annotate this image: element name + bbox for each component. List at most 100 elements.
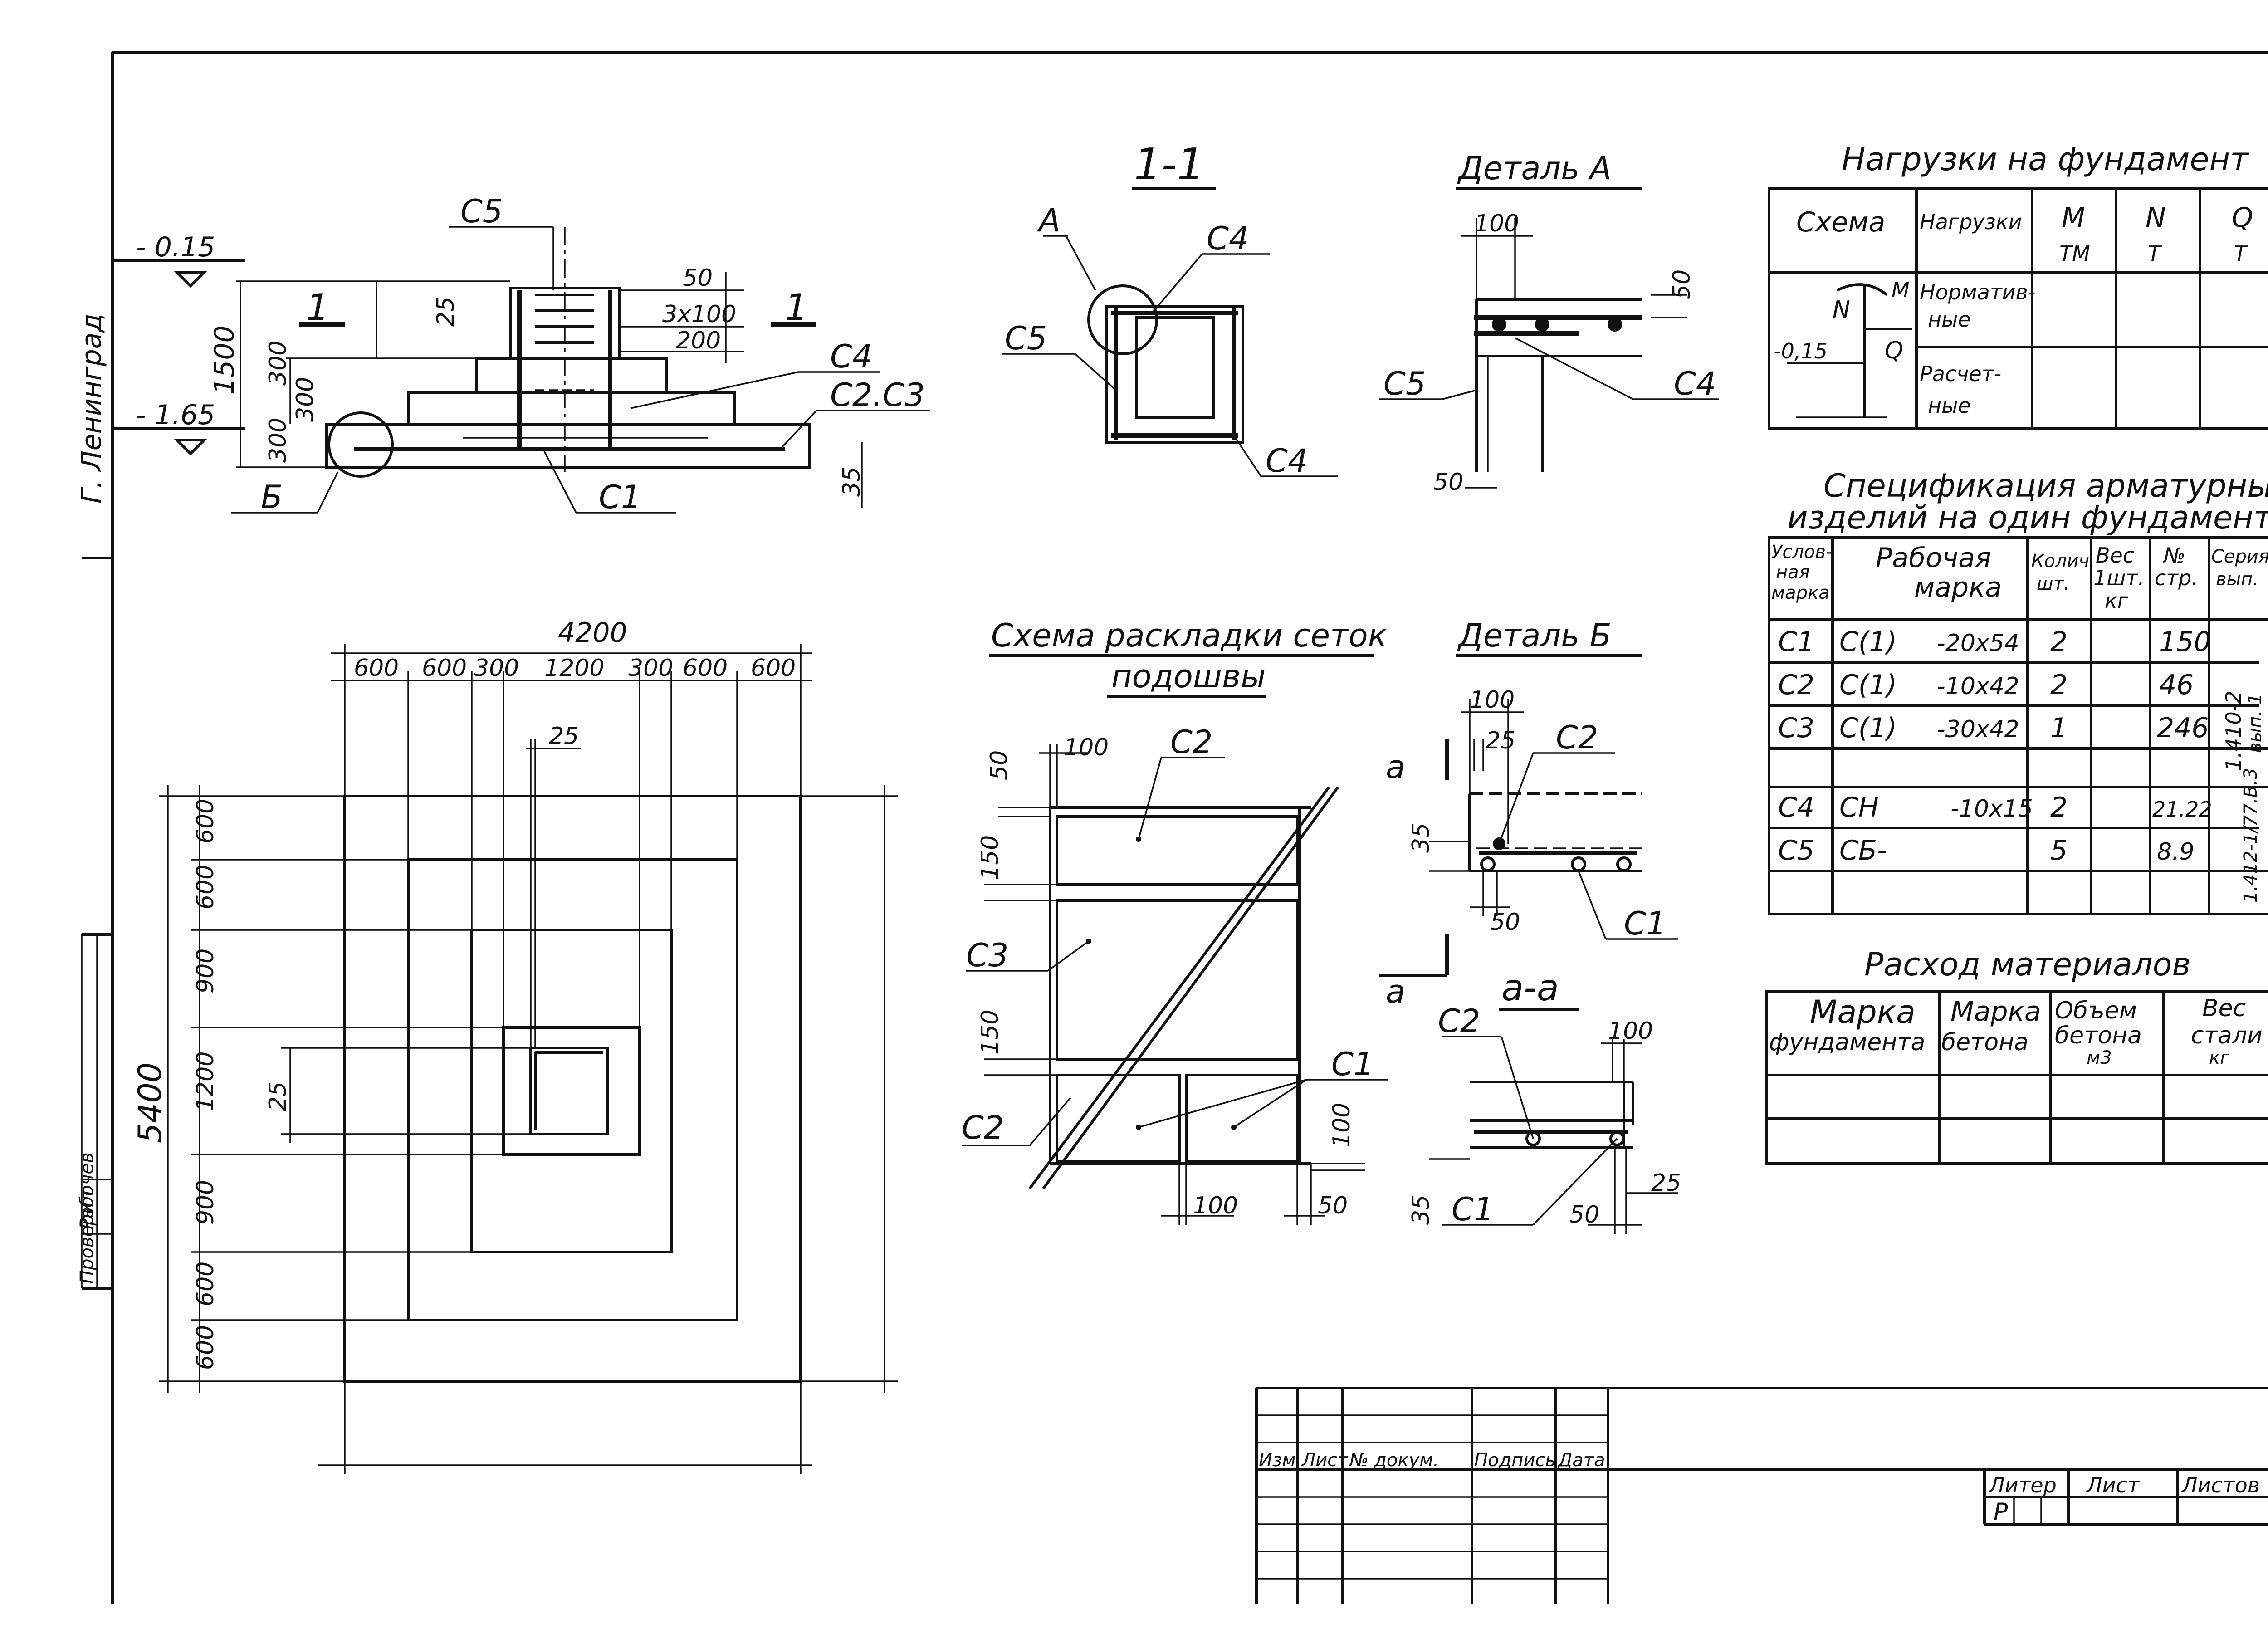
spec-r5-page: 21.22 [2152, 797, 2212, 822]
dim-h300-c: 300 [264, 418, 292, 463]
label-c4: C4 [830, 338, 872, 375]
mesh-d100-top: 100 [1064, 734, 1109, 761]
spec-table: Спецификация арматурных изделий на один … [1768, 467, 2268, 915]
plan-d25-top: 25 [549, 723, 579, 750]
plan-w-dim-5: 300 [628, 655, 673, 682]
detail-b-d35: 35 [1408, 823, 1435, 853]
label-c5: C5 [460, 193, 503, 230]
mesh-d100-bottom: 100 [1193, 1192, 1238, 1219]
plan-h-dim-4: 1200 [192, 1052, 219, 1111]
detail-b-label-c1: C1 [1624, 905, 1666, 942]
spec-series-1b: вып. 1 [2245, 693, 2266, 753]
loads-header-n: N [2146, 202, 2166, 234]
plan-h-dim-2: 600 [192, 865, 219, 910]
dim-d200: 200 [676, 327, 721, 354]
detail-a-d50-right: 50 [1668, 269, 1696, 299]
tb-col-sign: Подпись [1474, 1450, 1556, 1471]
plan-w-dim-4: 1200 [544, 655, 604, 682]
mesh-label-c2-top: C2 [1170, 724, 1212, 761]
detail-a-d50-bottom: 50 [1433, 469, 1463, 496]
detail-a-d100: 100 [1474, 210, 1519, 237]
plan-w-dim-7: 600 [751, 655, 796, 682]
section-aa-d35: 35 [1408, 1195, 1435, 1225]
spec-r6-mark: C5 [1778, 835, 1814, 866]
mesh-d50-top: 50 [986, 750, 1013, 780]
tb-sheet-header: Лист [2086, 1473, 2140, 1497]
mesh-title-1: Схема раскладки сеток [991, 617, 1387, 654]
dim-d25: 25 [432, 297, 459, 327]
section-mark-right: 1 [785, 286, 808, 328]
dim-h300-a: 300 [264, 341, 292, 386]
spec-h-qty-1: Колич. [2031, 551, 2095, 572]
mat-h-volume-1: Объем [2055, 997, 2137, 1024]
spec-title-2: изделий на один фундамент [1787, 499, 2268, 536]
mesh-label-c3: C3 [966, 937, 1008, 974]
spec-r2-mark: C2 [1778, 669, 1814, 701]
section-1-1-title: 1-1 [1134, 140, 1204, 190]
loads-header-q: Q [2232, 202, 2253, 234]
plan-height: 5400 [132, 1062, 169, 1143]
plan-w-dim-2: 600 [422, 655, 467, 682]
detail-b-d50: 50 [1490, 909, 1520, 936]
worked-label: Рабочев [77, 1152, 98, 1229]
tb-col-date: Дата [1557, 1450, 1605, 1471]
section-a-a: a-a 100 35 50 25 C2 C1 [1408, 967, 1681, 1234]
spec-r1-dim: -20x54 [1937, 630, 2019, 657]
level-bottom: - 1.65 [136, 399, 215, 431]
sheet-frame: 50 [111, 51, 2268, 1604]
section-mark-left: 1 [306, 286, 329, 328]
section-aa-d100: 100 [1608, 1018, 1653, 1045]
section-1-1: 1-1 A C4 C5 C4 [1002, 140, 1338, 479]
spec-r2-qty: 2 [2050, 669, 2068, 701]
loads-header-m: M [2062, 202, 2085, 234]
loads-scheme-level: -0,15 [1774, 339, 1828, 363]
mesh-layout-scheme: Схема раскладки сеток подошвы 100 50 150… [962, 617, 1388, 1225]
plan-h-dim-3: 900 [192, 949, 219, 993]
loads-table-title: Нагрузки на фундамент [1842, 141, 2249, 178]
spec-r5-mark: C4 [1778, 792, 1814, 823]
tb-litera-header: Литер [1988, 1473, 2057, 1497]
mesh-label-c1: C1 [1331, 1046, 1374, 1083]
spec-h-mark-3: марка [1771, 582, 1830, 603]
loads-row2-line2: ные [1928, 393, 1971, 418]
detail-b-d100: 100 [1470, 686, 1515, 714]
spec-h-page-2: стр. [2155, 566, 2198, 590]
mat-h-concrete-2: бетона [1941, 1029, 2028, 1056]
mesh-label-c2-bottom: C2 [962, 1109, 1004, 1146]
mesh-title-2: подошвы [1111, 658, 1266, 695]
tb-col-izm: Изм. [1259, 1450, 1301, 1471]
detail-a-label-c4: C4 [1674, 365, 1716, 402]
plan-h-dim-7: 600 [192, 1325, 219, 1370]
label-detail-b: Б [261, 479, 283, 516]
spec-h-series-2: вып. [2216, 569, 2258, 590]
loads-table: Нагрузки на фундамент Схема Нагрузки M N… [1768, 141, 2268, 430]
loads-row1-line1: Норматив- [1920, 280, 2035, 304]
label-c5: C5 [1005, 320, 1047, 357]
mat-h-steel-3: кг [2209, 1047, 2230, 1068]
mesh-d100-right: 100 [1328, 1103, 1355, 1148]
checked-label: Проверил [77, 1191, 98, 1284]
detail-a: Деталь A 100 50 50 C5 C4 [1379, 150, 1719, 496]
loads-header-scheme: Схема [1796, 206, 1885, 238]
label-c4-top: C4 [1207, 220, 1249, 257]
spec-r5-qty: 2 [2050, 792, 2068, 823]
detail-b-d25: 25 [1486, 727, 1515, 754]
mat-h-steel-1: Вес [2202, 995, 2246, 1022]
tb-col-list: Лист [1301, 1450, 1349, 1471]
section-aa-label-c1: C1 [1452, 1191, 1494, 1228]
spec-r6-work: CБ- [1839, 835, 1887, 866]
detail-a-label-c5: C5 [1383, 365, 1426, 402]
spec-r5-work: CH [1839, 792, 1879, 823]
label-c2-c3: C2.C3 [830, 377, 925, 414]
loads-scheme-m: M [1892, 278, 1910, 302]
spec-r3-mark: C3 [1778, 712, 1814, 744]
plan-h-dim-5: 900 [192, 1180, 219, 1225]
spec-r2-page: 46 [2159, 669, 2194, 701]
spec-r1-mark: C1 [1778, 626, 1814, 658]
spec-h-weight-3: кг [2105, 588, 2129, 613]
spec-h-series-1: Серия, [2211, 546, 2268, 567]
spec-r6-qty: 5 [2050, 835, 2068, 866]
spec-r3-dim: -30x42 [1937, 716, 2019, 743]
plan-w-dim-6: 600 [683, 655, 728, 682]
plan-h-dim-1: 600 [192, 799, 219, 844]
